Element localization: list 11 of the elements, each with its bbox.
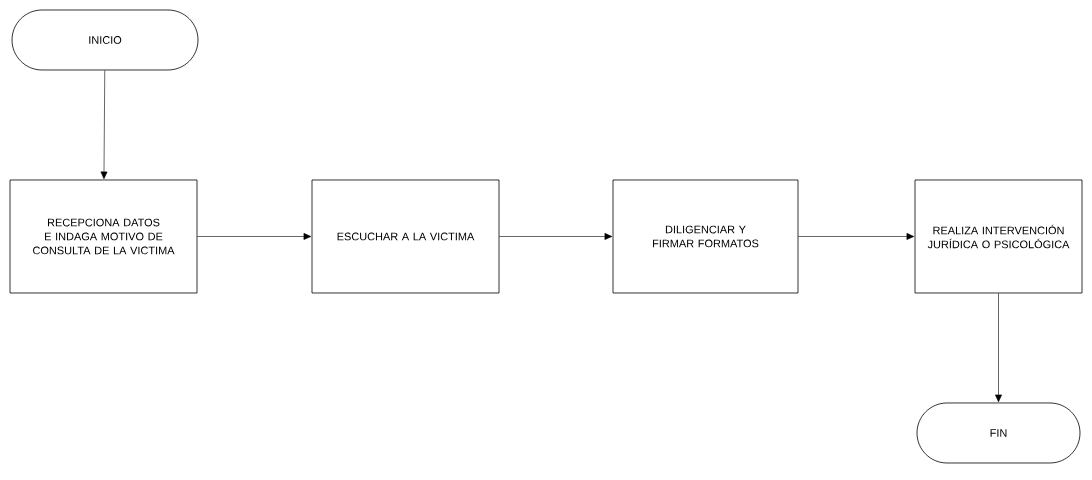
arrow bbox=[798, 233, 915, 240]
arrow bbox=[197, 233, 312, 240]
process-box: ESCUCHAR A LA VICTIMA bbox=[311, 179, 500, 294]
terminator: INICIO bbox=[11, 9, 199, 71]
process-box: REALIZA INTERVENCIÓN JURÍDICA O PSICOLÓGICA bbox=[914, 179, 1083, 294]
arrow bbox=[995, 293, 1002, 403]
process-box: DILIGENCIAR Y FIRMAR FORMATOS bbox=[612, 179, 799, 294]
arrow bbox=[499, 233, 613, 240]
arrow bbox=[100, 70, 108, 180]
terminator: FIN bbox=[916, 402, 1081, 464]
process-box: RECEPCIONA DATOS E INDAGA MOTIVO DE CONSULTA DE LA VICTIMA bbox=[9, 179, 198, 294]
